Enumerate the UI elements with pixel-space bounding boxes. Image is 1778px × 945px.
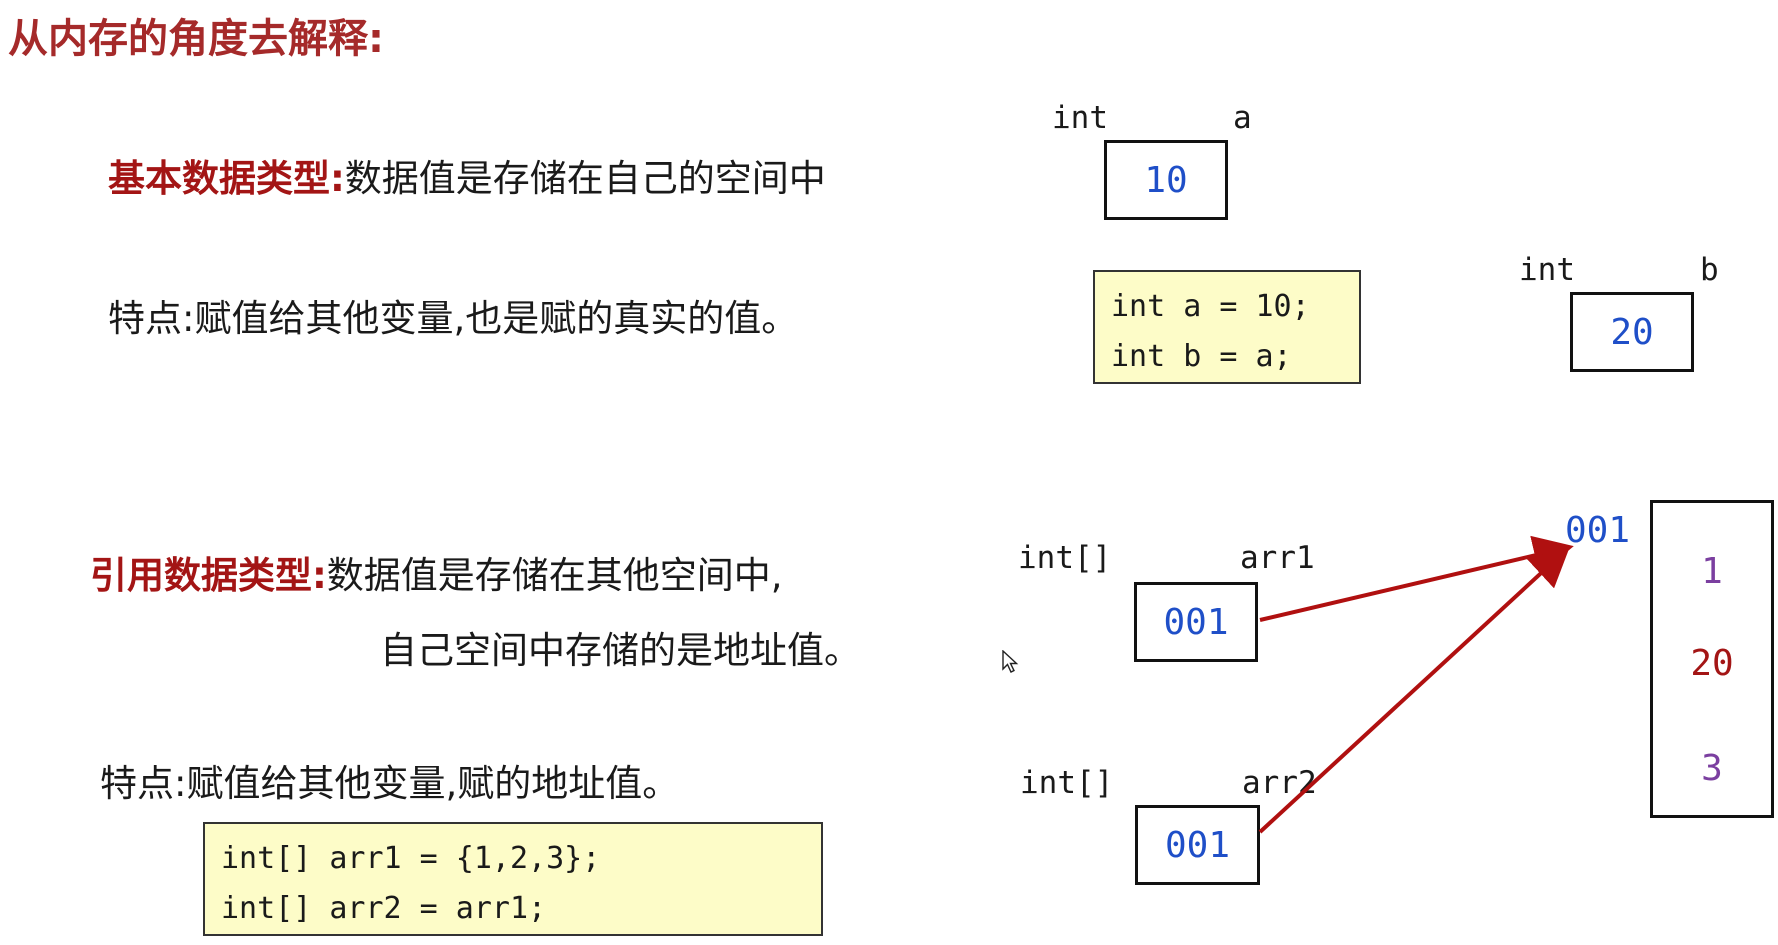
basic-type-feature: 特点:赋值给其他变量,也是赋的真实的值。 bbox=[108, 297, 799, 340]
basic-code-line-1: int a = 10; bbox=[1111, 289, 1310, 324]
page-title: 从内存的角度去解释: bbox=[8, 16, 384, 62]
var-b-value: 20 bbox=[1610, 311, 1654, 353]
var-a-box: 10 bbox=[1104, 140, 1228, 220]
reference-type-feature: 特点:赋值给其他变量,赋的地址值。 bbox=[100, 762, 680, 805]
arr1-value: 001 bbox=[1163, 601, 1229, 643]
reference-code-box: int[] arr1 = {1,2,3}; int[] arr2 = arr1; bbox=[203, 822, 823, 936]
basic-code-line-2: int b = a; bbox=[1111, 339, 1292, 374]
heap-array-value-0: 1 bbox=[1701, 551, 1723, 592]
var-a-value: 10 bbox=[1144, 159, 1188, 201]
basic-type-heading: 基本数据类型: bbox=[108, 157, 345, 200]
arr2-name-label: arr2 bbox=[1242, 765, 1317, 801]
heap-array-box: 1 20 3 bbox=[1650, 500, 1774, 818]
var-b-type-label: int bbox=[1519, 252, 1575, 288]
arr2-value: 001 bbox=[1164, 824, 1231, 866]
var-a-type-label: int bbox=[1052, 100, 1108, 136]
reference-type-line: 引用数据类型:数据值是存储在其他空间中, bbox=[90, 545, 783, 599]
arr2-box: 001 bbox=[1135, 805, 1260, 885]
mouse-cursor-icon bbox=[1002, 650, 1019, 673]
var-a-name-label: a bbox=[1233, 100, 1252, 136]
basic-type-line: 基本数据类型:数据值是存储在自己的空间中 bbox=[108, 148, 826, 202]
reference-code-line-2: int[] arr2 = arr1; bbox=[221, 891, 547, 926]
arr1-box: 001 bbox=[1134, 582, 1258, 662]
arr1-name-label: arr1 bbox=[1240, 540, 1315, 576]
heap-address-label: 001 bbox=[1565, 510, 1631, 551]
basic-type-desc: 数据值是存储在自己的空间中 bbox=[344, 157, 826, 200]
var-b-name-label: b bbox=[1700, 252, 1719, 288]
var-b-box: 20 bbox=[1570, 292, 1694, 372]
reference-type-heading: 引用数据类型: bbox=[90, 554, 327, 597]
heap-array-value-2: 3 bbox=[1701, 748, 1723, 789]
reference-code-line-1: int[] arr1 = {1,2,3}; bbox=[221, 841, 601, 876]
arr2-type-label: int[] bbox=[1020, 765, 1114, 801]
reference-type-desc-2: 自己空间中存储的是地址值。 bbox=[380, 629, 861, 672]
arr1-type-label: int[] bbox=[1018, 540, 1112, 576]
basic-code-box: int a = 10; int b = a; bbox=[1093, 270, 1361, 384]
reference-type-desc-1: 数据值是存储在其他空间中, bbox=[326, 554, 783, 597]
heap-array-value-1: 20 bbox=[1690, 643, 1734, 684]
